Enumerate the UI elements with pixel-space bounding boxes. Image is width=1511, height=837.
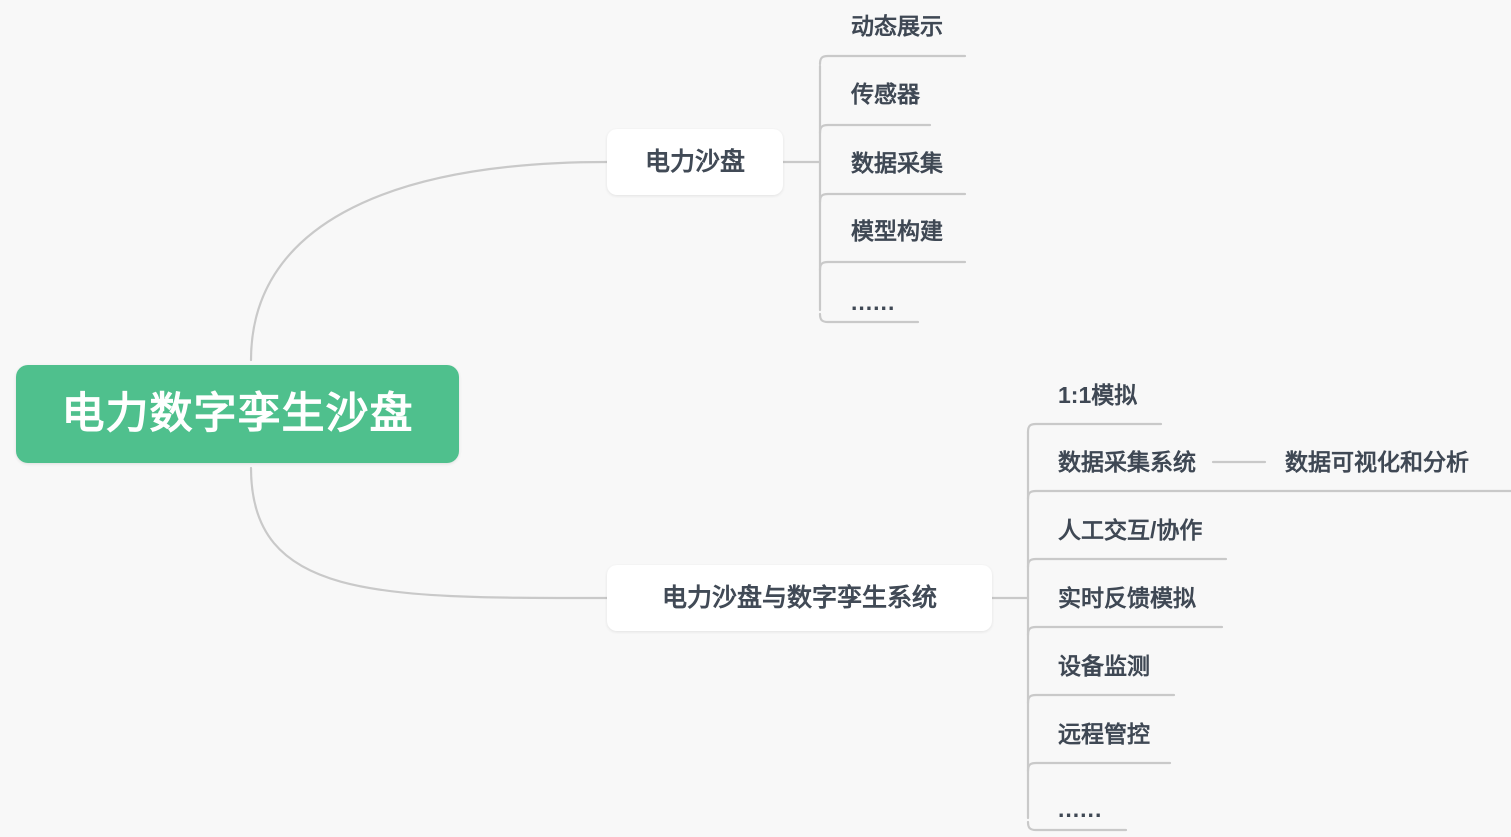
leaf-model-construction[interactable]: 模型构建 — [851, 218, 943, 244]
underline-1to1moni — [1026, 422, 1163, 434]
branch-node-label: 电力沙盘 — [644, 147, 745, 176]
underline-dongtaizhanshi — [818, 54, 967, 66]
leaf-ellipsis[interactable]: ...... — [1058, 796, 1103, 822]
underline-moxinggoujian — [818, 260, 967, 272]
underline-ellipsis-2 — [1026, 820, 1128, 832]
underline-shujucaiji — [818, 192, 967, 204]
underline-shebeijiance — [1026, 693, 1176, 705]
branch-node-sandbox-digital-twin-system[interactable]: 电力沙盘与数字孪生系统 — [607, 565, 992, 631]
underline-shujucaijixitong — [1026, 489, 1511, 501]
underline-shishifankui — [1026, 625, 1224, 637]
leaf-sensor[interactable]: 传感器 — [851, 81, 920, 107]
leaf-one-to-one-simulation[interactable]: 1:1模拟 — [1058, 382, 1138, 408]
leaf-data-acquisition-system[interactable]: 数据采集系统 — [1058, 449, 1196, 475]
leaf-realtime-feedback-simulation[interactable]: 实时反馈模拟 — [1058, 585, 1196, 611]
underline-chuanganqi — [818, 123, 932, 135]
leaf-remote-control[interactable]: 远程管控 — [1058, 721, 1150, 747]
underline-ellipsis-1 — [818, 312, 920, 324]
underline-rengongjiaohu — [1026, 557, 1228, 569]
underline-yuanchengguankong — [1026, 761, 1172, 773]
leaf-data-visualization-and-analysis[interactable]: 数据可视化和分析 — [1285, 449, 1469, 475]
root-node-label: 电力数字孪生沙盘 — [61, 389, 414, 438]
branch-node-label: 电力沙盘与数字孪生系统 — [661, 583, 937, 612]
leaf-dynamic-display[interactable]: 动态展示 — [851, 13, 943, 39]
branch-node-power-sandbox[interactable]: 电力沙盘 — [607, 129, 783, 195]
leaf-data-collection[interactable]: 数据采集 — [851, 150, 943, 176]
leaf-equipment-monitoring[interactable]: 设备监测 — [1058, 653, 1150, 679]
root-node[interactable]: 电力数字孪生沙盘 — [16, 365, 459, 463]
link-root-to-branch-1 — [249, 160, 609, 362]
link-root-to-branch-2 — [249, 466, 609, 600]
leaf-human-interaction-collaboration[interactable]: 人工交互/协作 — [1058, 517, 1203, 543]
leaf-ellipsis[interactable]: ...... — [851, 289, 896, 315]
